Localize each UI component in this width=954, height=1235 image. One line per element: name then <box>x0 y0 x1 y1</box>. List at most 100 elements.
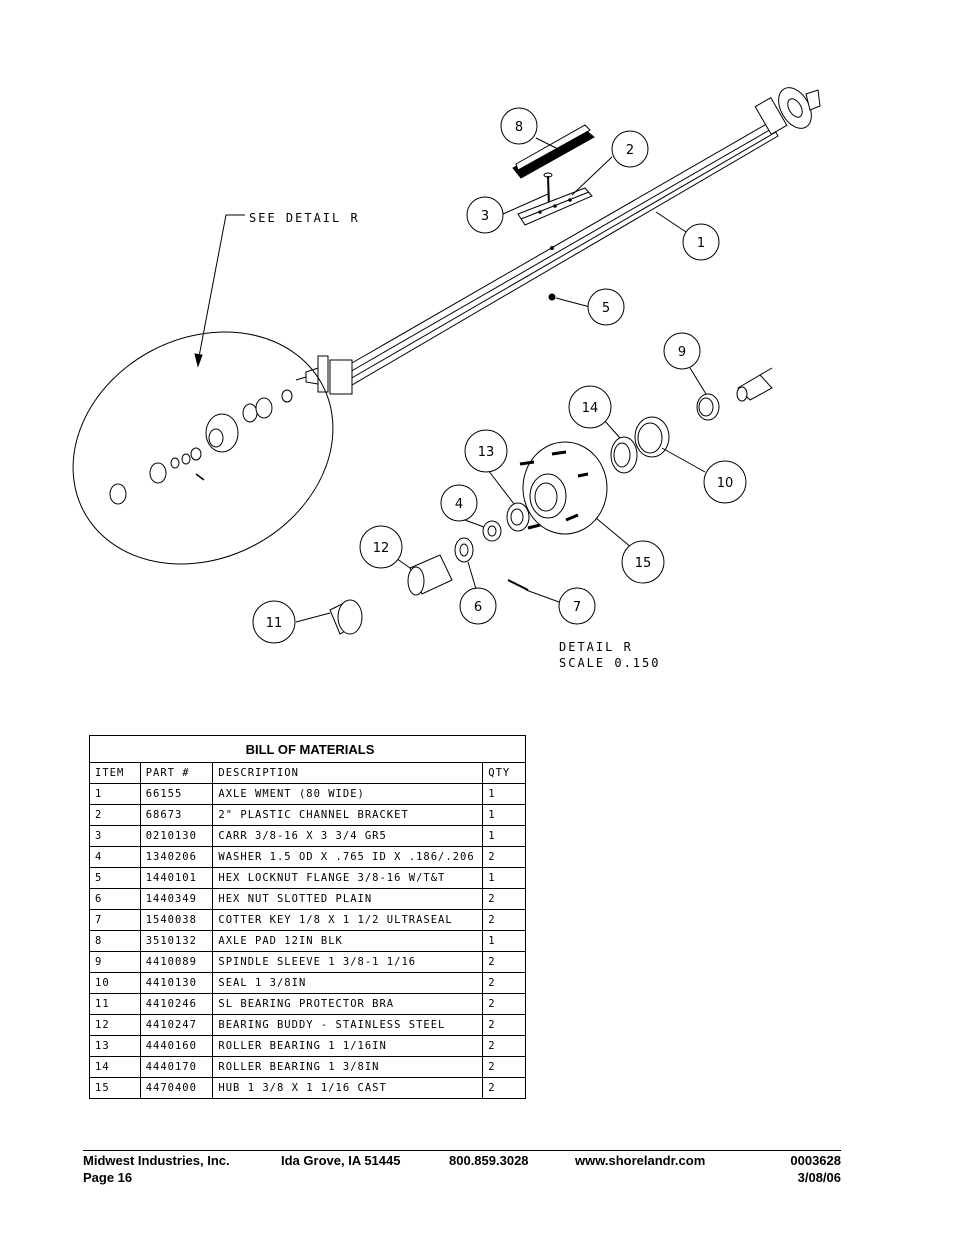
balloon-9-label: 9 <box>678 345 686 360</box>
bom-cell-part: 1440101 <box>139 867 214 889</box>
bom-cell-part: 0210130 <box>139 825 214 847</box>
balloon-7-label: 7 <box>573 600 581 615</box>
carriage-bolt <box>543 172 553 207</box>
bill-of-materials-table: BILL OF MATERIALS ITEM PART # DESCRIPTIO… <box>89 735 526 1099</box>
bom-cell-description: SEAL 1 3/8IN <box>212 972 484 994</box>
bom-cell-description: ROLLER BEARING 1 3/8IN <box>212 1056 484 1078</box>
bom-cell-part: 1340206 <box>139 846 214 868</box>
bom-cell-qty: 1 <box>482 825 526 847</box>
bom-header-description: DESCRIPTION <box>212 762 484 784</box>
balloon-12-label: 12 <box>373 541 390 556</box>
bom-cell-description: AXLE PAD 12IN BLK <box>212 930 484 952</box>
bom-cell-description: AXLE WMENT (80 WIDE) <box>212 783 484 805</box>
bom-cell-part: 4410089 <box>139 951 214 973</box>
bearing-protector <box>329 599 363 635</box>
spindle-sleeve <box>696 393 720 421</box>
see-detail-leader <box>194 214 245 368</box>
balloons: 8 2 3 1 5 9 14 10 13 4 15 12 6 7 11 <box>252 107 747 644</box>
balloon-1: 1 <box>682 223 720 261</box>
bom-cell-description: HEX NUT SLOTTED PLAIN <box>212 888 484 910</box>
bom-title-row: BILL OF MATERIALS <box>89 735 526 763</box>
bom-cell-description: SL BEARING PROTECTOR BRA <box>212 993 484 1015</box>
bom-cell-qty: 2 <box>482 1014 526 1036</box>
bearing-buddy <box>407 554 453 596</box>
see-detail-label: SEE DETAIL R <box>249 211 360 225</box>
detail-title: DETAIL R <box>559 640 633 654</box>
balloon-5: 5 <box>587 288 625 326</box>
balloon-9: 9 <box>663 332 701 370</box>
bom-cell-description: BEARING BUDDY - STAINLESS STEEL <box>212 1014 484 1036</box>
bom-cell-item: 10 <box>89 972 141 994</box>
balloon-8-label: 8 <box>515 120 523 135</box>
balloon-12: 12 <box>359 525 403 569</box>
balloon-13-label: 13 <box>478 445 495 460</box>
bom-cell-item: 6 <box>89 888 141 910</box>
bom-cell-qty: 2 <box>482 888 526 910</box>
bom-header-row: ITEM PART # DESCRIPTION QTY <box>89 762 526 784</box>
bom-cell-qty: 1 <box>482 930 526 952</box>
bom-cell-part: 66155 <box>139 783 214 805</box>
bom-cell-item: 11 <box>89 993 141 1015</box>
bom-cell-item: 9 <box>89 951 141 973</box>
balloon-4-label: 4 <box>455 497 463 512</box>
bom-cell-item: 15 <box>89 1077 141 1099</box>
footer-rule <box>83 1150 841 1151</box>
bom-header-part: PART # <box>139 762 214 784</box>
cotter-key <box>507 579 529 591</box>
bom-cell-description: 2" PLASTIC CHANNEL BRACKET <box>212 804 484 826</box>
bom-cell-description: CARR 3/8-16 X 3 3/4 GR5 <box>212 825 484 847</box>
bom-cell-qty: 2 <box>482 1077 526 1099</box>
bom-cell-part: 68673 <box>139 804 214 826</box>
balloon-8: 8 <box>500 107 538 145</box>
bom-cell-item: 2 <box>89 804 141 826</box>
bom-cell-item: 14 <box>89 1056 141 1078</box>
bom-cell-item: 3 <box>89 825 141 847</box>
bom-cell-item: 1 <box>89 783 141 805</box>
bom-cell-qty: 2 <box>482 951 526 973</box>
bom-cell-part: 4410247 <box>139 1014 214 1036</box>
balloon-15-label: 15 <box>635 556 652 571</box>
bom-cell-qty: 2 <box>482 1056 526 1078</box>
bom-cell-part: 4410130 <box>139 972 214 994</box>
balloon-3: 3 <box>466 196 504 234</box>
bom-cell-part: 1540038 <box>139 909 214 931</box>
footer-company: Midwest Industries, Inc. <box>83 1153 230 1168</box>
balloon-13: 13 <box>464 429 508 473</box>
bom-cell-part: 4440170 <box>139 1056 214 1078</box>
bom-cell-qty: 1 <box>482 783 526 805</box>
bom-cell-item: 5 <box>89 867 141 889</box>
balloon-3-label: 3 <box>481 209 489 224</box>
balloon-14-label: 14 <box>582 401 599 416</box>
bom-cell-description: COTTER KEY 1/8 X 1 1/2 ULTRASEAL <box>212 909 484 931</box>
bom-cell-item: 8 <box>89 930 141 952</box>
roller-bearing-small <box>506 502 530 532</box>
spindle <box>736 367 773 402</box>
balloon-6-label: 6 <box>474 600 482 615</box>
bom-cell-part: 1440349 <box>139 888 214 910</box>
balloon-11-label: 11 <box>266 616 283 631</box>
bom-cell-part: 3510132 <box>139 930 214 952</box>
roller-bearing-large <box>610 436 638 474</box>
bom-cell-item: 7 <box>89 909 141 931</box>
bom-cell-item: 12 <box>89 1014 141 1036</box>
footer-city: Ida Grove, IA 51445 <box>281 1153 401 1168</box>
footer-doc-number: 0003628 <box>790 1153 841 1168</box>
bom-title: BILL OF MATERIALS <box>89 735 526 763</box>
hub <box>519 441 608 535</box>
bom-cell-qty: 2 <box>482 972 526 994</box>
bom-cell-part: 4410246 <box>139 993 214 1015</box>
detail-callout <box>72 331 334 565</box>
balloon-10: 10 <box>703 460 747 504</box>
axle-right-end <box>754 87 821 136</box>
bom-cell-part: 4440160 <box>139 1035 214 1057</box>
footer-website: www.shorelandr.com <box>575 1153 706 1168</box>
